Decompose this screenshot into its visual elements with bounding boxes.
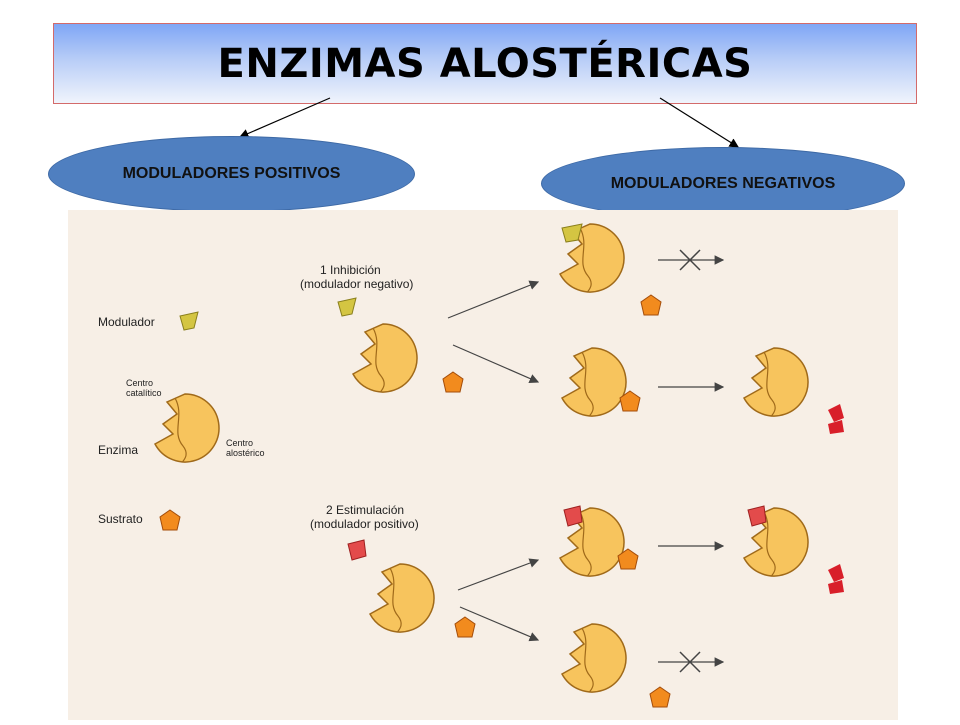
page-title: ENZIMAS ALOSTÉRICAS (217, 40, 753, 87)
inhibition-enzyme (352, 323, 418, 393)
product-enzyme-1 (743, 347, 809, 417)
stimulation-title: 2 Estimulación (326, 503, 404, 517)
negative-modulator-icon (337, 297, 357, 317)
inhibition-arrow-up (447, 280, 540, 319)
positive-modulators-oval: MODULADORES POSITIVOS (48, 136, 415, 212)
bound-positive-modulator-2 (747, 505, 767, 527)
blocked-cross-b-1 (679, 249, 701, 271)
unbound-substrate (649, 686, 671, 708)
stimulation-arrow-down (459, 606, 540, 642)
positive-modulators-label: MODULADORES POSITIVOS (122, 165, 341, 182)
product-2 (828, 564, 844, 594)
legend-substrate-label: Sustrato (98, 512, 143, 526)
arrow-to-negative (659, 97, 740, 148)
inhibition-title: 1 Inhibición (320, 263, 381, 277)
legend-allosteric-center-line1: Centro (226, 438, 253, 448)
stimulation-substrate (454, 616, 476, 638)
stimulation-enzyme (369, 563, 435, 633)
active-enzyme-1 (561, 347, 627, 417)
legend-allosteric-center-line2: alostérico (226, 448, 265, 458)
positive-modulator-icon (347, 539, 367, 561)
blocked-cross-b-2 (679, 651, 701, 673)
inhibition-subtitle: (modulador negativo) (300, 277, 413, 291)
negative-modulators-oval: MODULADORES NEGATIVOS (541, 147, 905, 220)
stimulation-arrow-up (457, 558, 540, 591)
legend-catalytic-center-line2: catalítico (126, 388, 162, 398)
modulator-icon (179, 311, 199, 331)
product-1 (828, 404, 844, 434)
unbound-enzyme (561, 623, 627, 693)
legend-catalytic-center-line1: Centro (126, 378, 153, 388)
blocked-substrate (640, 294, 662, 316)
bound-negative-modulator (561, 223, 583, 243)
bound-positive-modulator-1 (563, 505, 583, 527)
legend-enzyme-label: Enzima (98, 443, 138, 457)
stimulation-subtitle: (modulador positivo) (310, 517, 419, 531)
negative-modulators-label: MODULADORES NEGATIVOS (610, 174, 836, 192)
title-banner: ENZIMAS ALOSTÉRICAS (53, 23, 917, 104)
inhibition-substrate (442, 371, 464, 393)
substrate-icon (159, 509, 181, 531)
allosteric-diagram: Modulador Centro catalítico Enzima Centr… (68, 210, 898, 720)
legend-modulator-label: Modulador (98, 315, 155, 329)
legend-enzyme-shape (154, 393, 220, 463)
inhibition-arrow-down (452, 344, 540, 384)
